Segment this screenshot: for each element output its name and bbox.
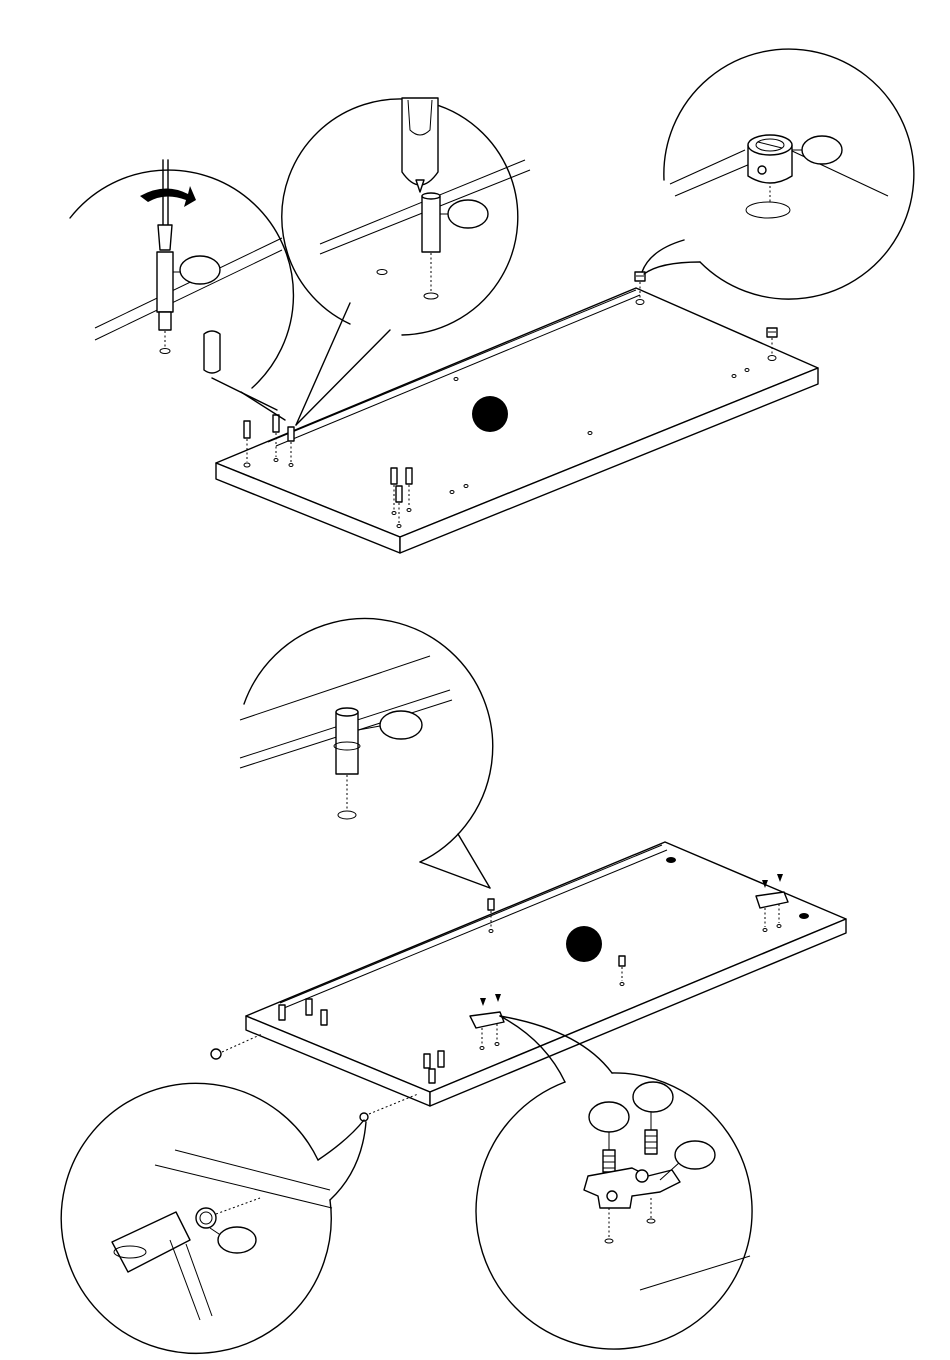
step-marker-dot — [472, 396, 508, 432]
step-marker-dot-2 — [566, 926, 602, 962]
zoom-cap — [61, 1083, 366, 1353]
zoom-dowel — [240, 619, 493, 888]
zoom-cam-lock — [642, 49, 914, 299]
zoom-screwdriver-pin — [70, 160, 293, 420]
step-top — [70, 49, 914, 553]
board-bottom — [246, 842, 846, 1106]
step-bottom — [61, 619, 846, 1354]
board-top — [216, 288, 818, 553]
